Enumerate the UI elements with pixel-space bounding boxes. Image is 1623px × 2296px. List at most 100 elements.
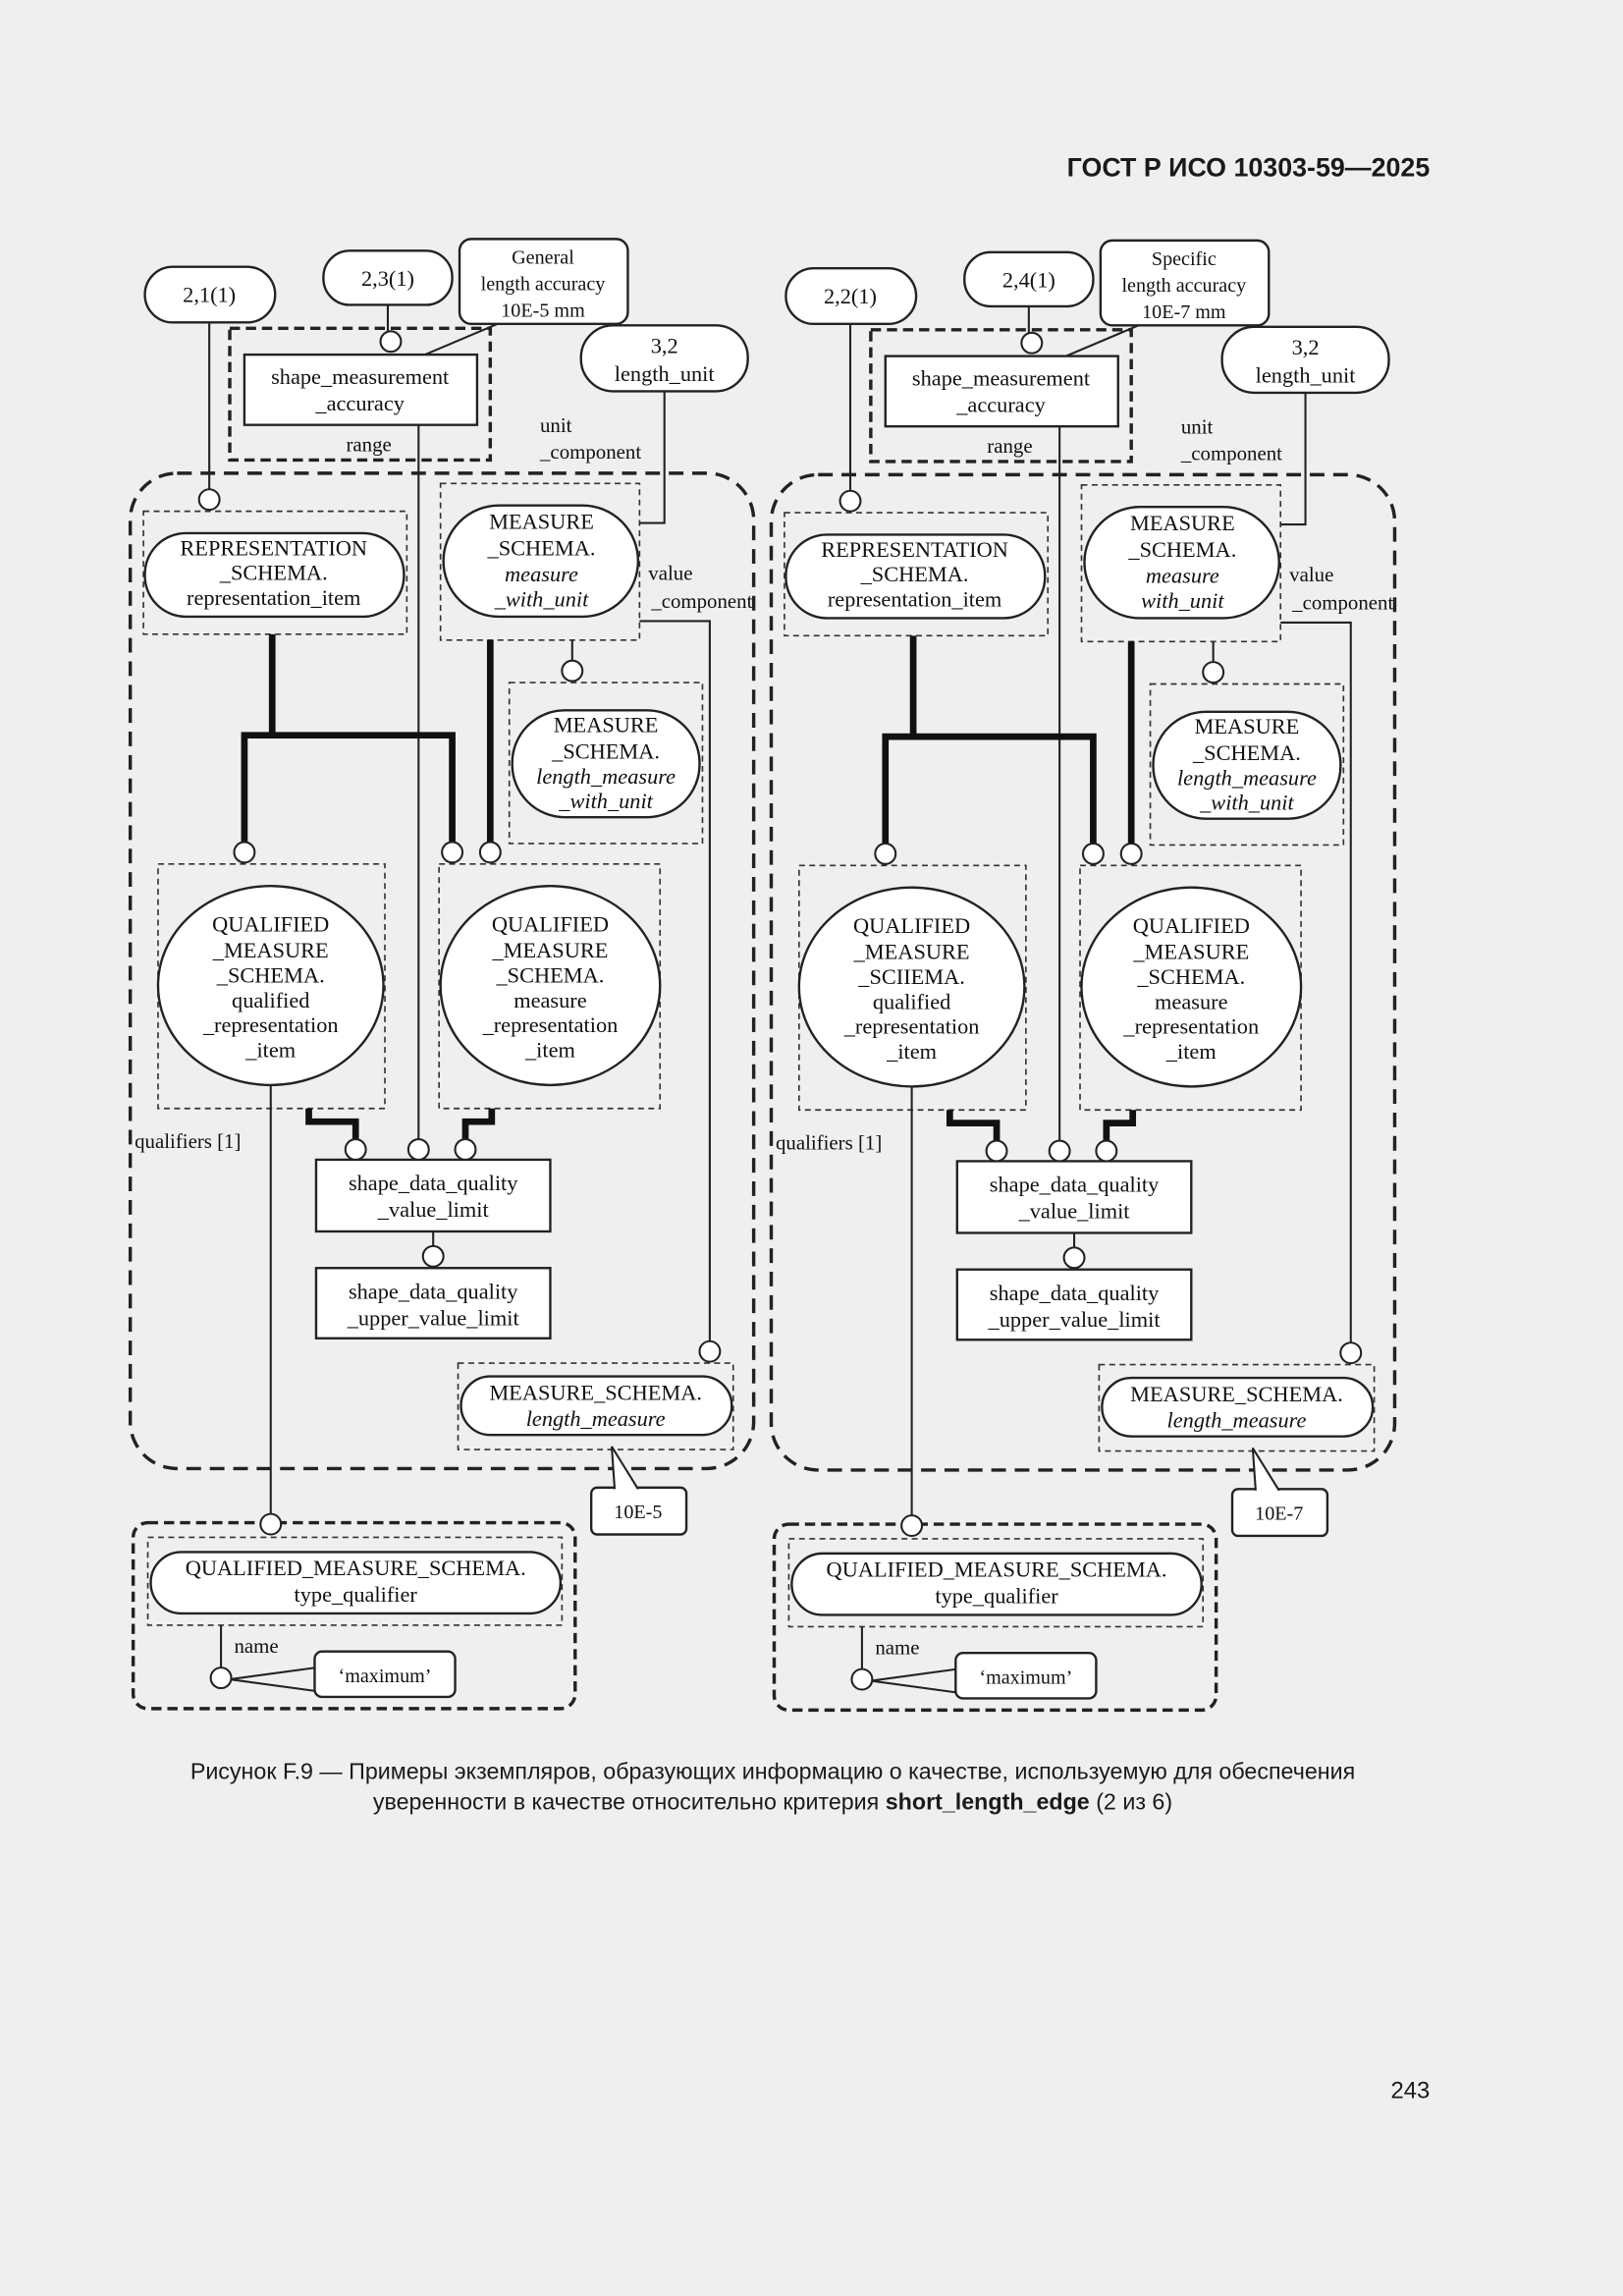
value-component-line xyxy=(639,620,711,1341)
diagram-left: 2,1(1) 2,3(1) General length accuracy 10… xyxy=(128,238,756,1711)
entity-label: _SCHEMA. xyxy=(1127,537,1236,562)
qualified-representation-item-entity xyxy=(797,886,1026,1088)
entity-label: measure xyxy=(1155,989,1228,1013)
length-measure-with-unit-entity xyxy=(1152,710,1342,820)
value-component-line xyxy=(1280,621,1352,1343)
range-attribute-label: range xyxy=(346,433,391,457)
connector-circle xyxy=(1048,1139,1071,1163)
connector-circle xyxy=(1119,842,1143,865)
entity-label: MEASURE xyxy=(554,713,659,738)
entity-label: _item xyxy=(244,1038,297,1063)
entity-label: _SCHEMA. xyxy=(551,739,660,764)
type-qualifier-inner-box xyxy=(787,1538,1205,1628)
entity-label: QUALIFIED xyxy=(853,913,970,938)
entity-label: qualified xyxy=(873,989,950,1013)
entity-label: _with_unit xyxy=(1199,791,1294,815)
entity-label: QUALIFIED xyxy=(212,911,329,936)
entity-label: MEASURE xyxy=(1195,714,1300,738)
entity-label: _value_limit xyxy=(1018,1199,1131,1224)
entity-label: _SCHEMA. xyxy=(860,562,969,586)
type-qualifier-entity xyxy=(790,1552,1203,1616)
measure-with-unit-group-box xyxy=(439,482,641,641)
accuracy-note-line: General xyxy=(512,247,574,269)
page-reference-label: 2,4(1) xyxy=(1002,268,1055,293)
entity-label: type_qualifier xyxy=(295,1582,418,1607)
accuracy-note-box xyxy=(1099,239,1271,327)
entity-label: _MEASURE xyxy=(212,938,329,962)
caption-text: Рисунок F.9 — Примеры экземпляров, образ… xyxy=(190,1758,1355,1783)
entity-label: length_measure xyxy=(1177,765,1317,790)
entity-label: _MEASURE xyxy=(1132,940,1249,964)
name-value: ‘maximum’ xyxy=(339,1666,432,1687)
length-measure-entity xyxy=(460,1375,733,1437)
page-number: 243 xyxy=(1390,2077,1430,2104)
entity-label: MEASURE_SCHEMA. xyxy=(1130,1382,1343,1406)
length-measure-group-box xyxy=(1098,1363,1376,1452)
length-measure-value: 10E-5 xyxy=(614,1502,662,1523)
connector-circle xyxy=(1202,661,1225,684)
page-reference-oval xyxy=(143,265,277,324)
reference-label: 3,2 xyxy=(1292,335,1320,359)
accuracy-group-box xyxy=(869,328,1133,464)
length-measure-with-unit-group-box xyxy=(508,682,704,845)
connector-circle xyxy=(197,488,221,512)
entity-label: QUALIFIED_MEASURE_SCHEMA. xyxy=(827,1558,1167,1582)
connector-circle xyxy=(406,1138,430,1161)
entity-label: measure xyxy=(1146,564,1219,588)
accuracy-note-line: 10E-7 mm xyxy=(1142,301,1226,323)
connector-circle xyxy=(259,1512,283,1536)
connector-circle xyxy=(1339,1341,1363,1365)
entity-label: QUALIFIED_MEASURE_SCHEMA. xyxy=(186,1556,526,1580)
length-measure-group-box xyxy=(457,1362,734,1450)
connector-circle xyxy=(1081,842,1105,865)
caption-text: (2 из 6) xyxy=(1090,1789,1172,1815)
connector-circle xyxy=(441,841,464,864)
accuracy-note-line: 10E-5 mm xyxy=(501,300,585,321)
figure-caption-line: Рисунок F.9 — Примеры экземпляров, образ… xyxy=(190,1758,1355,1783)
connector-circle xyxy=(839,489,862,513)
entity-label: _SCHEMA. xyxy=(496,963,605,988)
unit-component-line xyxy=(639,391,666,524)
caption-criterion: short_length_edge xyxy=(886,1789,1090,1815)
length-measure-value: 10E-7 xyxy=(1255,1503,1303,1525)
unit-component-label: unit xyxy=(1181,415,1214,439)
entity-label: _representation xyxy=(843,1014,980,1039)
measure-representation-item-entity xyxy=(439,885,662,1087)
name-value-pointer xyxy=(229,1667,317,1693)
entity-label: REPRESENTATION xyxy=(821,537,1008,562)
entity-label: length_measure xyxy=(536,764,676,789)
accuracy-note-line: Specific xyxy=(1152,248,1217,270)
measure-with-unit-group-box xyxy=(1080,483,1282,643)
entity-label: shape_data_quality xyxy=(990,1173,1160,1197)
connector-circle xyxy=(850,1667,874,1691)
callout-pointer xyxy=(611,1446,639,1490)
entity-label: length_measure xyxy=(526,1406,666,1431)
figure-caption-line: уверенности в качестве относительно крит… xyxy=(373,1789,1172,1815)
entity-label: _with_unit xyxy=(558,789,653,813)
subtype-tree-lines xyxy=(882,635,1135,844)
entity-label: _MEASURE xyxy=(491,938,608,962)
entity-label: _SCHEMA. xyxy=(487,535,596,560)
value-component-label: value xyxy=(1289,563,1333,586)
entity-label: measure xyxy=(505,562,578,586)
entity-label: qualified xyxy=(232,988,309,1012)
entity-label: _SCHEMA. xyxy=(1136,964,1245,989)
unit-component-label: unit xyxy=(540,413,572,437)
connector-circle xyxy=(209,1667,233,1690)
entity-label: shape_data_quality xyxy=(349,1280,518,1304)
connector-circle xyxy=(379,330,403,354)
connector-circle xyxy=(1020,331,1044,355)
entity-label: MEASURE xyxy=(489,510,594,534)
entity-label: MEASURE xyxy=(1130,511,1235,535)
entity-label: _upper_value_limit xyxy=(347,1305,520,1330)
entity-label: measure xyxy=(514,988,587,1012)
length-unit-reference-oval xyxy=(1220,325,1390,395)
page-reference-label: 2,2(1) xyxy=(824,284,877,308)
unit-component-label: _component xyxy=(1180,441,1282,465)
value-limit-entity xyxy=(955,1160,1193,1234)
schema-region-boundary xyxy=(128,471,756,1471)
entity-label: _with_unit xyxy=(494,587,589,612)
value-limit-entity xyxy=(314,1158,552,1233)
unit-component-line xyxy=(1280,392,1307,526)
qualifiers-attribute-label: qualifiers [1] xyxy=(135,1129,241,1153)
